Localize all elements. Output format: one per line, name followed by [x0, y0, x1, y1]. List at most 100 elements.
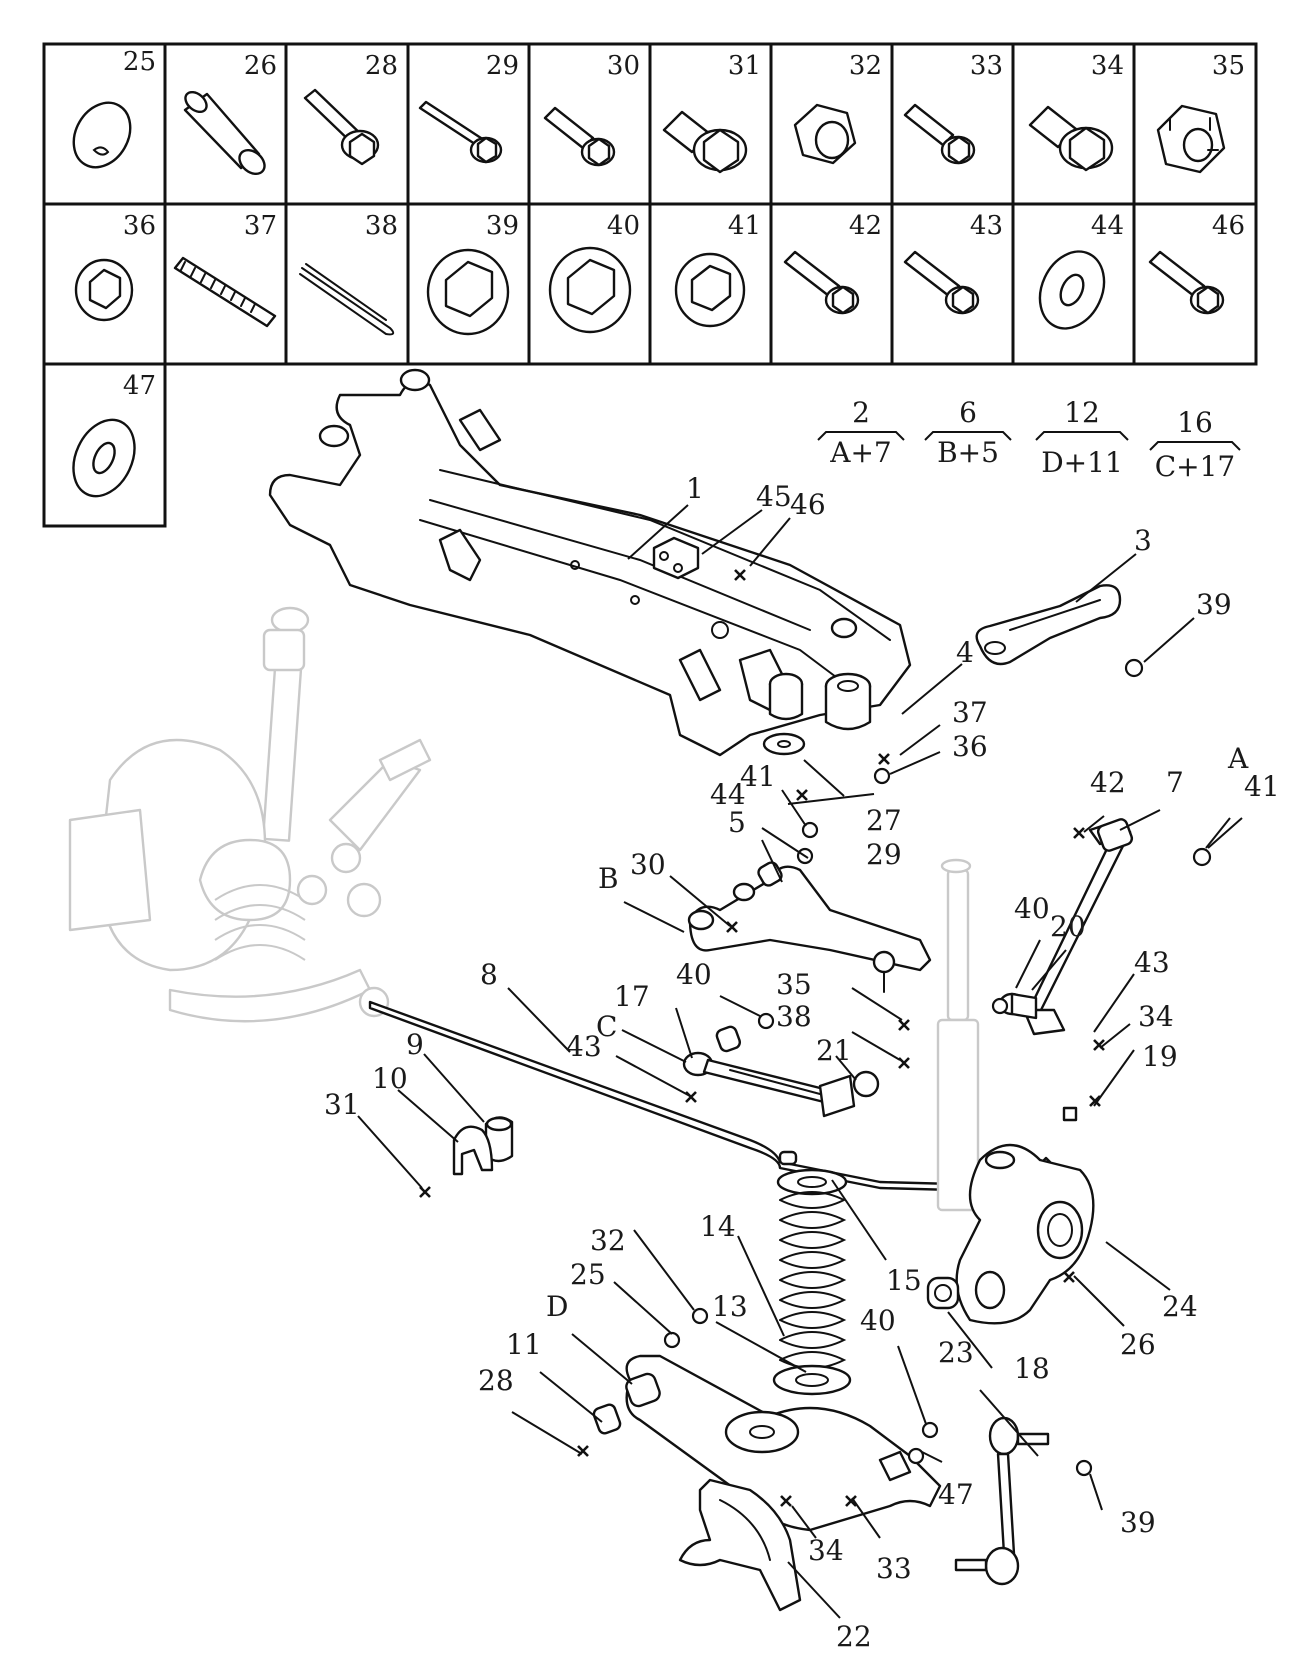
fastener-grid: 25 26 28 29 30 31 32 33 34 35 36 37 38 3…	[42, 42, 1258, 528]
callout: 14	[700, 1210, 736, 1243]
grid-label: 36	[123, 211, 156, 241]
grid-label: 29	[486, 51, 519, 81]
bolt-with-washer-icon	[303, 88, 380, 166]
flange-nut-icon	[674, 252, 746, 328]
formula-6: 6 B+5	[924, 396, 1012, 469]
bushing-part-11	[592, 1403, 622, 1435]
heavy-flange-bolt-icon	[1028, 105, 1114, 172]
callout: 11	[506, 1328, 542, 1361]
callout: 41	[740, 760, 776, 793]
flange-bolt-icon	[543, 106, 616, 167]
callout: 33	[876, 1552, 912, 1585]
svg-text:A+7: A+7	[829, 436, 892, 469]
coil-spring-part-14	[779, 1191, 847, 1369]
large-flange-nut-icon	[426, 248, 510, 336]
callout: 46	[790, 488, 826, 521]
callout: 22	[836, 1620, 872, 1653]
grid-label: 26	[244, 51, 277, 81]
bushing-part-27	[762, 672, 806, 756]
link-part-16	[682, 1025, 856, 1118]
callout: 42	[1090, 766, 1126, 799]
callout: 47	[938, 1478, 974, 1511]
large-flange-nut-icon	[548, 246, 632, 334]
grid-label: 32	[849, 51, 882, 81]
callout-labels: 1 45 46 3 39 4 37 36 41 44 27 29 5 30 B …	[324, 472, 1280, 1653]
grid-label: 30	[607, 51, 640, 81]
callout: 28	[478, 1364, 514, 1397]
callout: 24	[1162, 1290, 1198, 1323]
heavy-flange-bolt-icon	[662, 110, 748, 174]
grid-label: 34	[1091, 51, 1124, 81]
callout: A	[1227, 742, 1249, 775]
callout: 34	[808, 1534, 844, 1567]
callout: 29	[866, 838, 902, 871]
callout: 32	[590, 1224, 626, 1257]
callout: 25	[570, 1258, 606, 1291]
callout: 31	[324, 1088, 360, 1121]
bushing-part-18	[926, 1276, 960, 1310]
callout: 34	[1138, 1000, 1174, 1033]
grid-label: 46	[1212, 211, 1245, 241]
callout: 10	[372, 1062, 408, 1095]
svg-text:2: 2	[852, 396, 870, 429]
bushing-part-21	[852, 1070, 880, 1098]
callout: 7	[1166, 766, 1184, 799]
washer-notched-icon	[72, 101, 132, 169]
callout: 23	[938, 1336, 974, 1369]
callout: 40	[1014, 892, 1050, 925]
grid-label: 33	[970, 51, 1003, 81]
formula-2: 2 A+7	[817, 396, 905, 469]
callout: 39	[1120, 1506, 1156, 1539]
callout: 43	[1134, 946, 1170, 979]
callout: 5	[728, 806, 746, 839]
callout: B	[598, 862, 619, 895]
plain-washer-icon	[72, 418, 136, 498]
flange-nut-icon	[74, 258, 134, 322]
callout: 30	[630, 848, 666, 881]
hex-nut-icon	[793, 103, 857, 165]
fastener-markers	[419, 569, 1212, 1507]
callout: 35	[776, 968, 812, 1001]
callout: 8	[480, 958, 498, 991]
callout: 26	[1120, 1328, 1156, 1361]
leader-lines	[357, 504, 1243, 1619]
subframe-part-1	[268, 368, 912, 757]
callout: 45	[756, 480, 792, 513]
callout: 21	[816, 1034, 852, 1067]
flange-bolt-icon	[903, 103, 976, 165]
grid-label: 43	[970, 211, 1003, 241]
spring-upper-pad-part-15	[776, 1168, 848, 1196]
shock-absorber-part	[936, 858, 980, 1212]
flange-bolt-icon	[903, 250, 980, 315]
callout: 39	[1196, 588, 1232, 621]
clip-part-19	[1062, 1106, 1078, 1122]
grid-label: 31	[728, 51, 761, 81]
assembly-formulas: 2 A+7 6 B+5 12 D+11 16 C+17	[817, 396, 1241, 483]
svg-text:C+17: C+17	[1155, 450, 1236, 483]
flange-bolt-icon	[783, 250, 860, 315]
callout: 18	[1014, 1352, 1050, 1385]
grid-label: 42	[849, 211, 882, 241]
svg-text:D+11: D+11	[1041, 446, 1123, 479]
grid-label: 25	[123, 47, 156, 77]
callout: 37	[952, 696, 988, 729]
knuckle-part-24	[955, 1143, 1095, 1325]
stabilizer-bar-part-8	[368, 1000, 1052, 1194]
formula-12: 12 D+11	[1035, 396, 1129, 479]
svg-text:6: 6	[959, 396, 977, 429]
stabilizer-bracket-part-10	[452, 1125, 494, 1176]
grid-label: 40	[607, 211, 640, 241]
callout: 43	[566, 1030, 602, 1063]
callout: 19	[1142, 1040, 1178, 1073]
grid-label: 41	[728, 211, 761, 241]
flange-bolt-icon	[1148, 250, 1225, 315]
callout: 41	[1244, 770, 1280, 803]
callout: 15	[886, 1264, 922, 1297]
link-part-3	[975, 584, 1122, 666]
svg-text:B+5: B+5	[937, 436, 999, 469]
bracket-part-45	[652, 536, 700, 580]
grid-label: 39	[486, 211, 519, 241]
grid-label: 47	[123, 371, 156, 401]
svg-text:16: 16	[1177, 406, 1213, 439]
